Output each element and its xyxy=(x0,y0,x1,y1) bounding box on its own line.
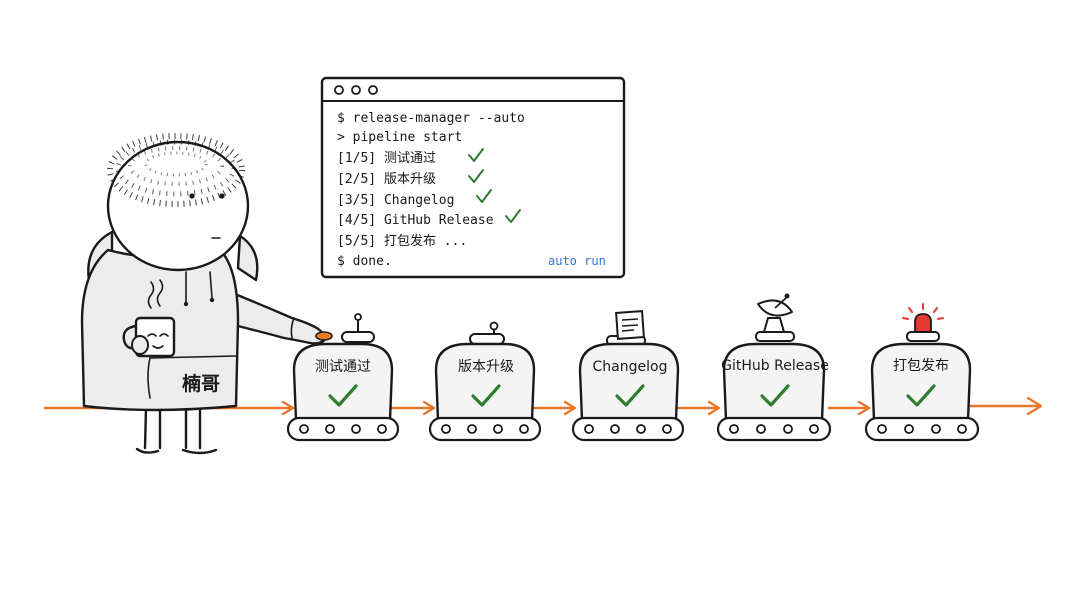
hoodie-hood xyxy=(236,234,259,282)
station-changelog: Changelog xyxy=(571,310,685,442)
terminal-window-controls xyxy=(334,85,378,95)
checkmark-icon xyxy=(328,384,358,407)
terminal-line-step-2: [2/5] 版本升级 xyxy=(337,172,436,187)
conveyor-base xyxy=(716,416,832,442)
checkmark-icon xyxy=(468,169,484,183)
eye-icon xyxy=(189,193,195,199)
station-github-release: GitHub Release xyxy=(716,293,832,442)
conveyor-base xyxy=(571,416,685,442)
terminal-dot-icon xyxy=(334,85,344,95)
buzzcut-hair xyxy=(107,133,245,207)
auto-run-label: auto run xyxy=(548,254,606,268)
terminal-line-command: $ release-manager --auto xyxy=(337,111,525,126)
character-head xyxy=(106,133,250,272)
terminal-line-step-1: [1/5] 测试通过 xyxy=(337,151,436,166)
siren-icon xyxy=(902,303,944,342)
station-label: GitHub Release xyxy=(721,358,829,374)
terminal-line-step-5: [5/5] 打包发布 ... xyxy=(337,233,467,249)
paper-document-icon xyxy=(606,310,646,346)
checkmark-icon xyxy=(615,384,645,407)
hoodie-pocket xyxy=(149,355,237,359)
terminal-window: $ release-manager --auto > pipeline star… xyxy=(320,76,626,279)
character-arm-right xyxy=(228,290,328,345)
character-nan-ge: 楠哥 xyxy=(80,133,328,455)
checkmark-icon xyxy=(760,384,790,407)
hoodie-name-label: 楠哥 xyxy=(181,372,220,395)
checkmark-icon xyxy=(505,209,521,223)
terminal-line-step-4: [4/5] GitHub Release xyxy=(337,213,494,228)
checkmark-icon xyxy=(476,189,492,203)
conveyor-base xyxy=(286,416,400,442)
conveyor-base xyxy=(428,416,542,442)
station-version-bump: 版本升级 xyxy=(428,321,542,442)
station-label: Changelog xyxy=(593,359,668,375)
eye-icon xyxy=(219,193,225,199)
checkmark-icon xyxy=(468,148,484,162)
terminal-dot-icon xyxy=(351,85,361,95)
conveyor-base xyxy=(864,416,980,442)
hoodie-pocket xyxy=(147,357,151,399)
satellite-dish-icon xyxy=(755,293,795,342)
station-package-publish: 打包发布 xyxy=(864,303,980,442)
terminal-line-step-3: [3/5] Changelog xyxy=(337,193,454,208)
station-label: 打包发布 xyxy=(893,357,949,374)
antenna-icon xyxy=(469,321,505,345)
station-label: 版本升级 xyxy=(458,359,514,375)
terminal-line-start: > pipeline start xyxy=(337,130,462,145)
push-button-icon xyxy=(315,313,375,343)
character-legs xyxy=(135,406,218,455)
terminal-dot-icon xyxy=(368,85,378,95)
terminal-line-done: $ done. xyxy=(337,254,392,269)
checkmark-icon xyxy=(471,384,501,407)
pipeline-stations: 测试通过 版本升级 xyxy=(286,293,980,442)
station-test: 测试通过 xyxy=(286,313,400,442)
station-label: 测试通过 xyxy=(315,359,371,375)
coffee-mug-icon xyxy=(122,279,176,358)
checkmark-icon xyxy=(906,384,936,407)
